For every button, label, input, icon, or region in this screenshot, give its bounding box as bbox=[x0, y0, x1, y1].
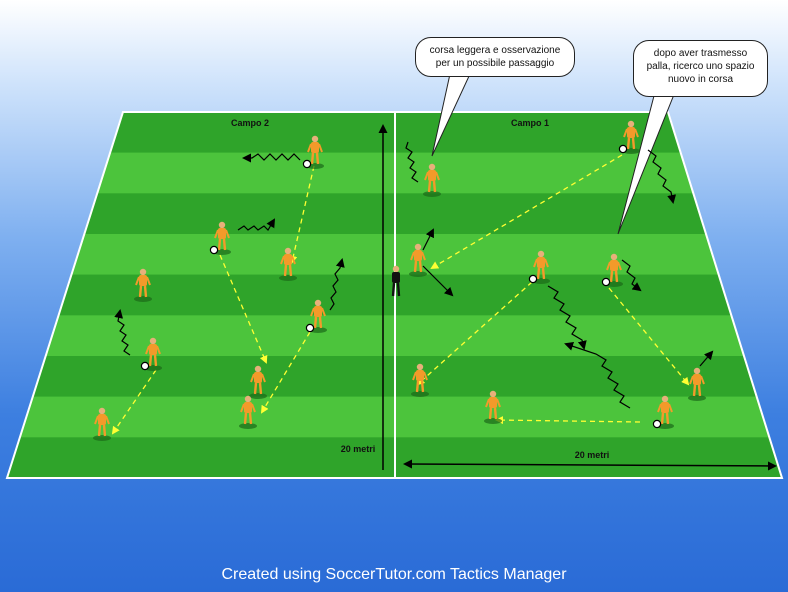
dimension-vertical-label: 20 metri bbox=[341, 444, 376, 454]
pass-line bbox=[219, 254, 268, 364]
player-figure bbox=[601, 253, 623, 287]
player-figure bbox=[239, 395, 257, 429]
players bbox=[93, 120, 706, 441]
player-figure bbox=[528, 250, 550, 284]
player-runs bbox=[114, 141, 714, 409]
run-arrow bbox=[114, 309, 131, 356]
run-arrow bbox=[564, 341, 631, 409]
campo1-label: Campo 1 bbox=[511, 118, 549, 128]
pass-line bbox=[430, 154, 623, 270]
player-figure bbox=[209, 221, 231, 255]
footer-credit: Created using SoccerTutor.com Tactics Ma… bbox=[221, 566, 567, 583]
callout-bubble-2: dopo aver trasmesso palla, ricerco uno s… bbox=[633, 40, 768, 97]
player-figure bbox=[688, 367, 706, 401]
run-arrow bbox=[547, 285, 587, 350]
run-arrow bbox=[237, 218, 276, 231]
ball-icon bbox=[652, 419, 662, 429]
player-figure bbox=[93, 407, 111, 441]
run-arrow bbox=[422, 265, 454, 297]
dimension-arrow-horizontal bbox=[403, 459, 777, 471]
player-figure bbox=[423, 163, 441, 197]
player-figure bbox=[279, 247, 297, 281]
run-arrow bbox=[647, 149, 677, 204]
player-figure bbox=[249, 365, 267, 399]
run-arrow bbox=[422, 228, 434, 251]
ball-icon bbox=[209, 245, 219, 255]
player-figure bbox=[484, 390, 502, 424]
pass-lines bbox=[111, 154, 690, 435]
player-figure bbox=[411, 363, 429, 397]
pitch bbox=[5, 111, 784, 479]
ball-icon bbox=[618, 144, 628, 154]
run-arrow bbox=[699, 350, 714, 367]
run-arrow bbox=[621, 259, 642, 292]
ball-icon bbox=[302, 159, 312, 169]
run-arrow bbox=[242, 153, 301, 163]
ball-icon bbox=[601, 277, 611, 287]
pass-line bbox=[289, 165, 315, 264]
player-figure bbox=[618, 120, 640, 154]
campo2-label: Campo 2 bbox=[231, 118, 269, 128]
ball-icon bbox=[140, 361, 150, 371]
pass-line bbox=[416, 281, 533, 386]
player-figure bbox=[652, 395, 674, 429]
player-figure bbox=[134, 268, 152, 302]
callout-bubble-1: corsa leggera e osservazione per un poss… bbox=[415, 37, 575, 77]
run-arrow bbox=[329, 258, 345, 311]
player-figure bbox=[409, 243, 427, 277]
pass-line bbox=[608, 287, 690, 386]
referee-figure bbox=[391, 265, 401, 297]
pass-line bbox=[111, 369, 157, 435]
dimension-horizontal-label: 20 metri bbox=[575, 450, 610, 460]
player-figure bbox=[302, 135, 324, 169]
ball-icon bbox=[528, 274, 538, 284]
pass-line bbox=[260, 331, 311, 414]
pass-line bbox=[495, 416, 641, 425]
player-figure bbox=[305, 299, 327, 333]
player-figure bbox=[140, 337, 162, 371]
ball-icon bbox=[305, 323, 315, 333]
run-arrow bbox=[405, 141, 419, 183]
